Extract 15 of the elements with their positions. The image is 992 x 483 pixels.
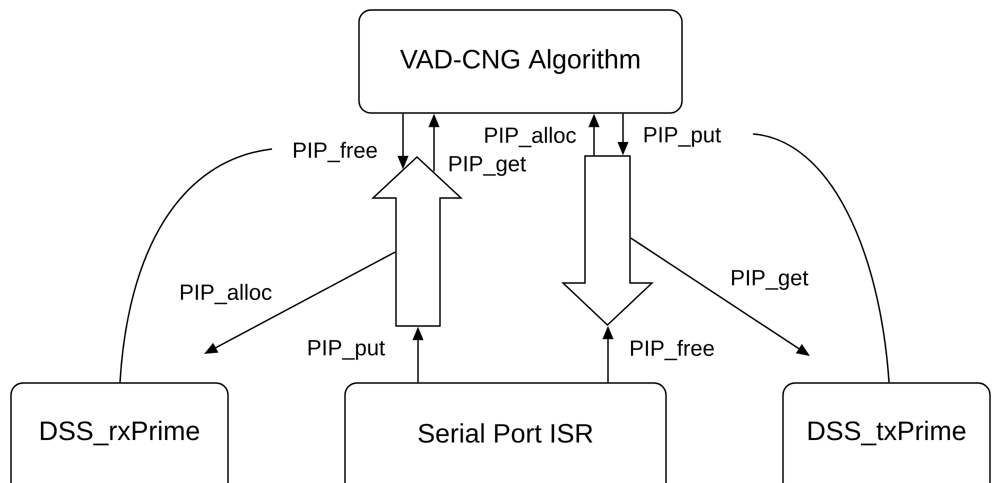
edge-label: PIP_free: [628, 338, 716, 362]
edge-label: PIP_put: [306, 338, 386, 362]
edge-label: PIP_free: [290, 140, 380, 164]
process-box: DSS_rxPrime: [10, 382, 229, 483]
edge-label: PIP_get: [728, 268, 810, 292]
edge-label: PIP_put: [642, 126, 722, 148]
curved-line: [752, 133, 890, 382]
edge-label: PIP_alloc: [178, 282, 274, 306]
edge-label: PIP_alloc: [482, 126, 578, 148]
process-box: Serial Port ISR: [344, 382, 667, 483]
curved-line: [119, 148, 272, 382]
block-arrow: [561, 155, 654, 326]
edge-label: PIP_get: [446, 154, 528, 178]
process-box: DSS_txPrime: [782, 382, 991, 483]
process-box: VAD-CNG Algorithm: [358, 9, 683, 114]
